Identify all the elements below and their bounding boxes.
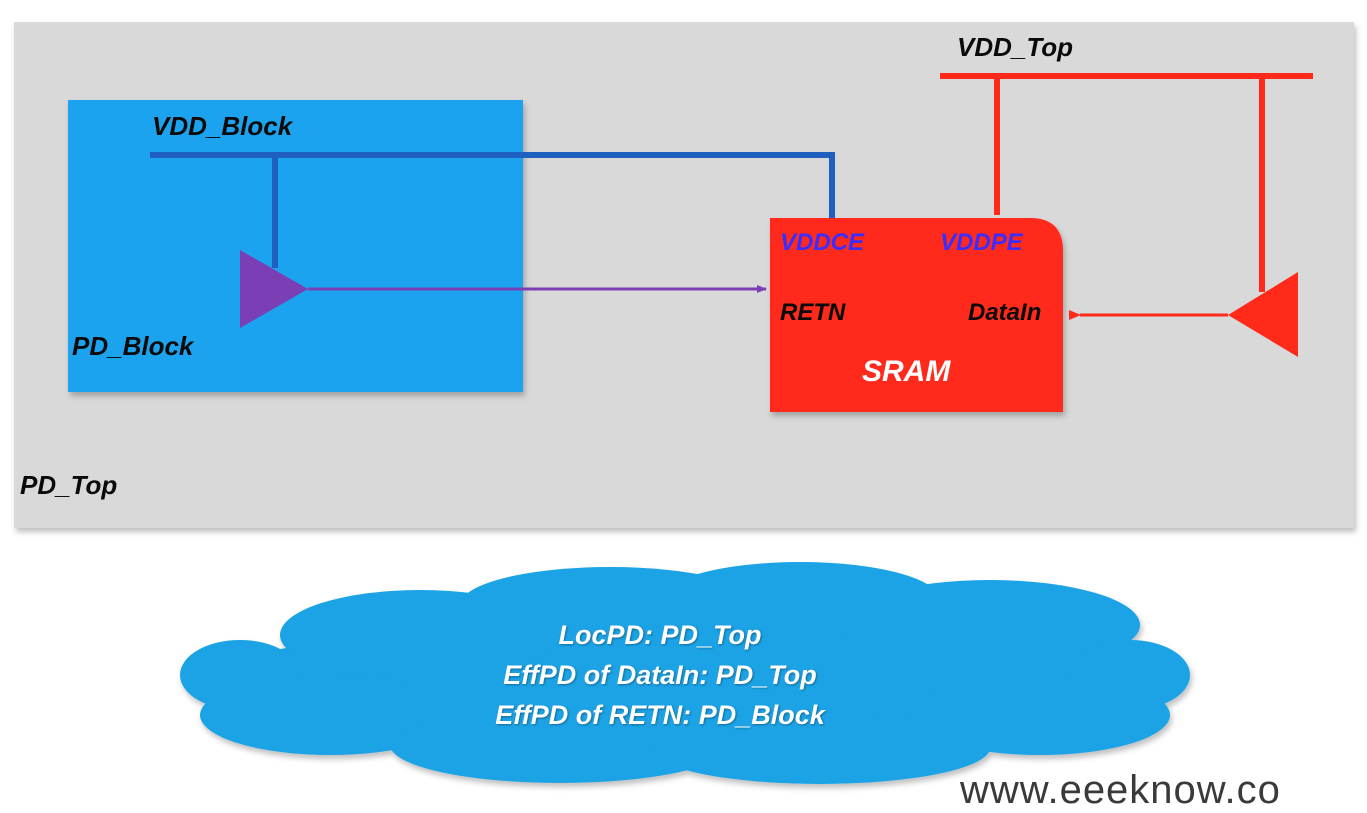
watermark-text: www.eeeknow.co: [960, 768, 1281, 812]
block-buffer-icon: [240, 250, 308, 328]
vdd-block-wire: [150, 152, 835, 222]
sram-pin-datain: DataIn: [968, 299, 1041, 326]
sram-pin-vddce: VDDCE: [780, 229, 865, 256]
sram-title: SRAM: [862, 355, 951, 388]
cloud-line-1: LocPD: PD_Top: [558, 620, 762, 650]
cloud-line-3: EffPD of RETN: PD_Block: [495, 700, 825, 730]
pd-block-box: [68, 100, 523, 392]
pd-block-label: PD_Block: [72, 331, 195, 361]
pd-top-label: PD_Top: [20, 470, 117, 500]
sram-pin-vddpe: VDDPE: [940, 229, 1024, 256]
vdd-block-label: VDD_Block: [152, 111, 294, 141]
top-buffer-icon: [1228, 272, 1298, 357]
cloud-line-2: EffPD of DataIn: PD_Top: [503, 660, 817, 690]
summary-cloud: [180, 562, 1190, 784]
sram-pin-retn: RETN: [780, 299, 846, 326]
sram-block: [770, 218, 1063, 412]
vdd-top-label: VDD_Top: [957, 32, 1073, 62]
